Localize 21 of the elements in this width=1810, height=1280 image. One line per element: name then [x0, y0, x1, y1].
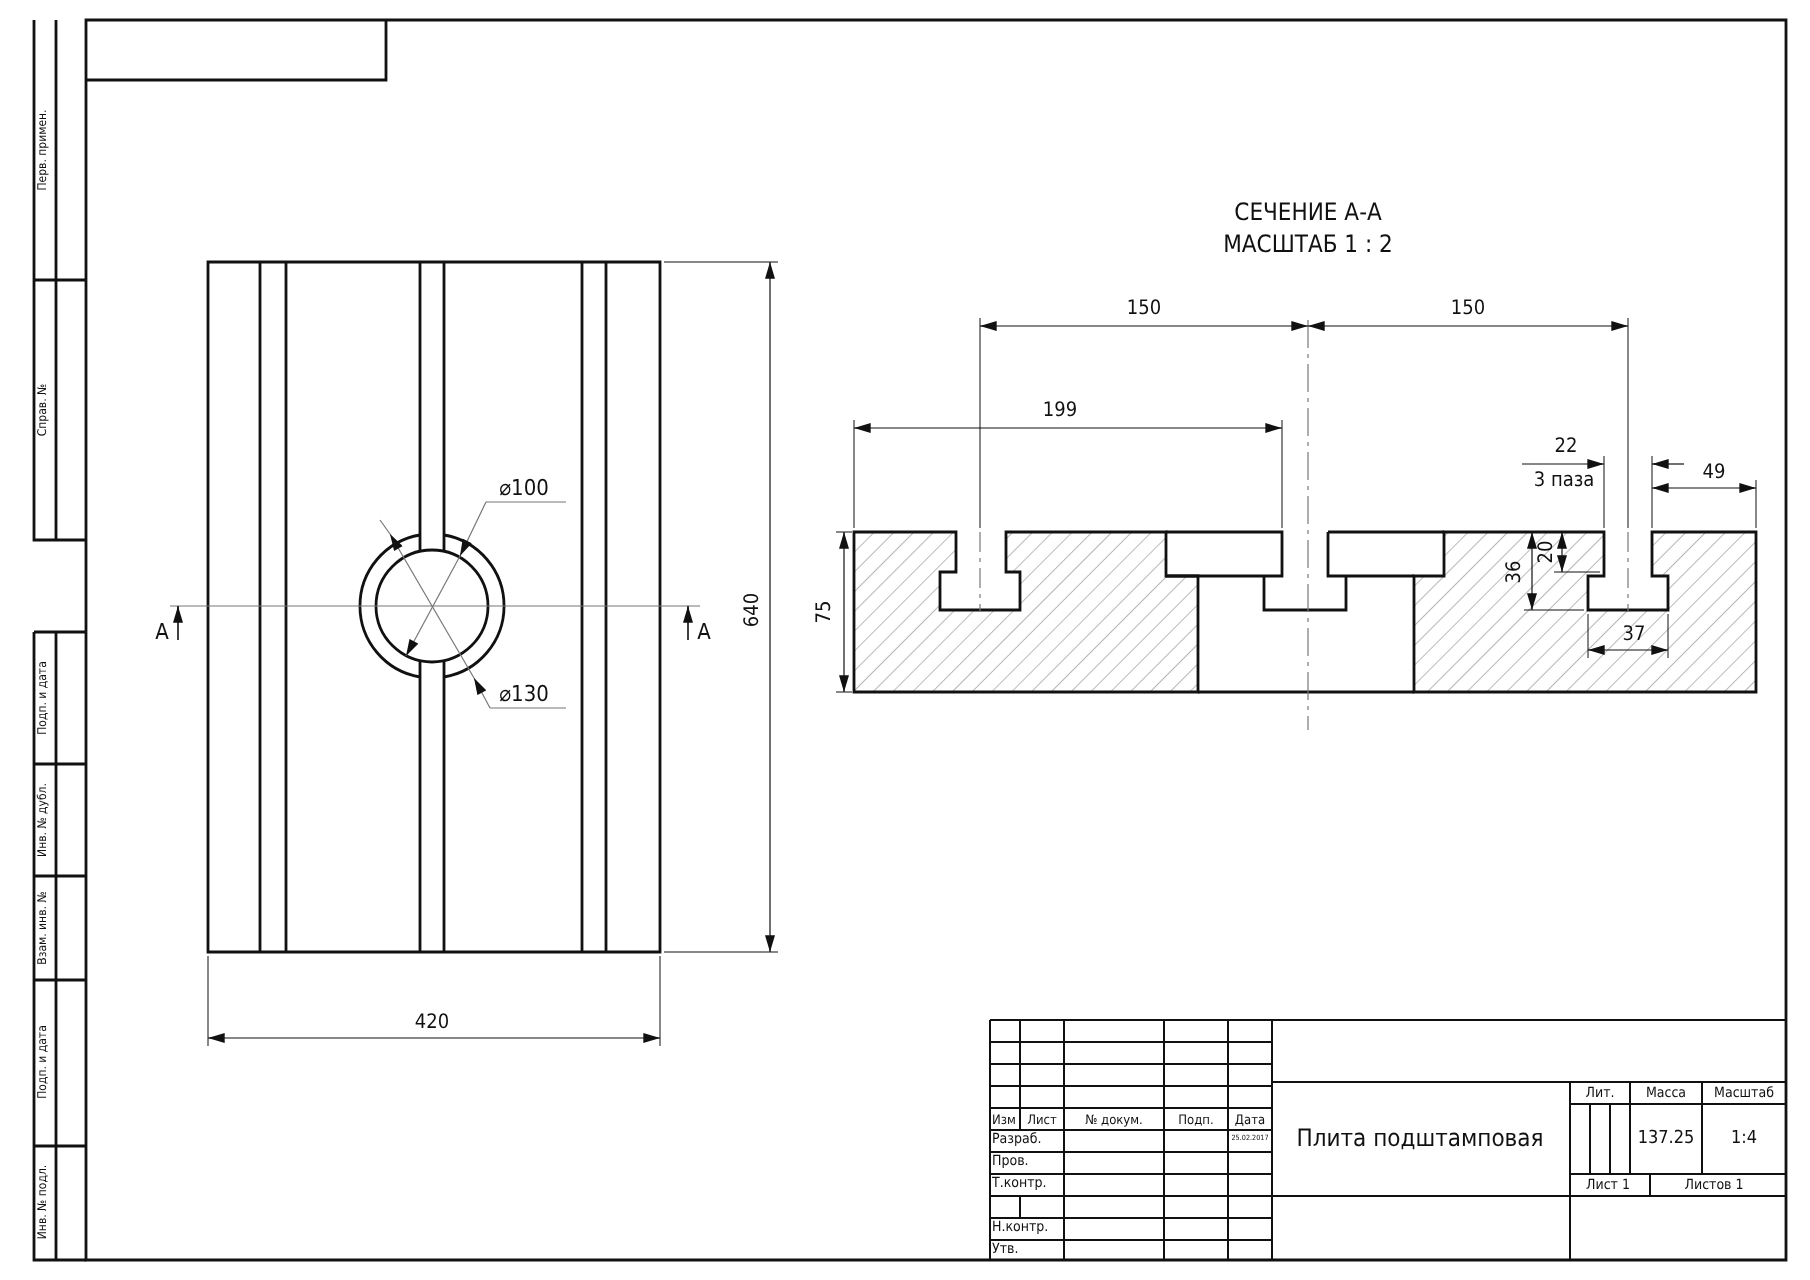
dimension-value: 37 — [1622, 626, 1646, 646]
section-letter: A — [697, 621, 711, 643]
dimension-value: 150 — [1126, 300, 1162, 320]
dimension-value: 20 — [1538, 540, 1558, 564]
dimension-value: 420 — [414, 1014, 450, 1034]
dimension-value: 640 — [744, 592, 764, 628]
dimension-note: 3 паза — [1533, 472, 1595, 492]
scale-value: 1:4 — [1730, 1131, 1758, 1149]
dimension-value: ⌀100 — [499, 477, 549, 499]
dimension-value: 49 — [1702, 464, 1726, 484]
section-letter: A — [155, 621, 169, 643]
dimension-value: 150 — [1450, 300, 1486, 320]
view-title: СЕЧЕНИЕ А-А — [1234, 200, 1382, 224]
dimension-value: 199 — [1042, 402, 1078, 422]
drawing-title: Плита подштамповая — [1296, 1126, 1544, 1150]
dimension-value: ⌀130 — [499, 683, 549, 705]
view-scale: МАСШТАБ 1 : 2 — [1223, 232, 1393, 256]
mass-value: 137.25 — [1637, 1131, 1695, 1149]
dimension-value: 22 — [1554, 438, 1578, 458]
dimension-value: 75 — [816, 600, 836, 624]
dimension-value: 36 — [1506, 560, 1526, 584]
